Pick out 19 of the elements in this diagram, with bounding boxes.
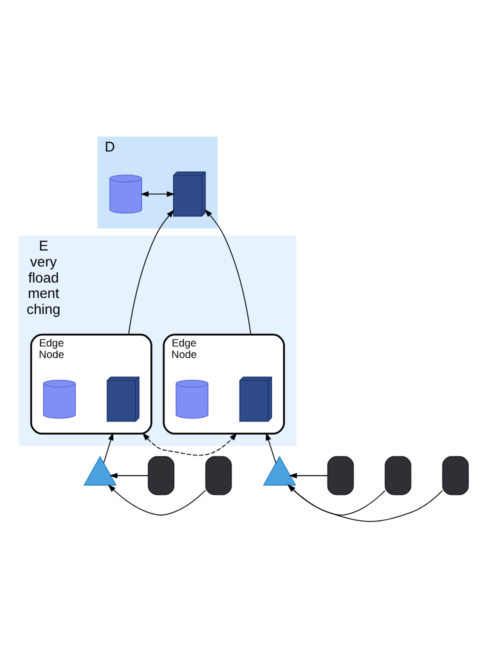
arrow bbox=[142, 432, 238, 456]
arrow bbox=[266, 432, 276, 464]
arrow bbox=[108, 484, 206, 516]
node-phone bbox=[384, 456, 412, 495]
arrow bbox=[288, 484, 386, 516]
node-phone bbox=[205, 456, 232, 495]
cluster: D bbox=[97, 136, 218, 228]
node-phone bbox=[327, 456, 354, 495]
cluster: Edge Node bbox=[30, 333, 152, 434]
cluster: Edge Node bbox=[162, 333, 285, 434]
arrow bbox=[110, 472, 149, 478]
node-phone bbox=[442, 456, 469, 495]
arrow bbox=[128, 209, 174, 335]
arrow bbox=[204, 208, 252, 335]
node-phone bbox=[148, 456, 174, 495]
arrow bbox=[288, 472, 328, 478]
arrow bbox=[140, 190, 175, 196]
arrow bbox=[288, 484, 443, 522]
arrow bbox=[103, 432, 114, 463]
